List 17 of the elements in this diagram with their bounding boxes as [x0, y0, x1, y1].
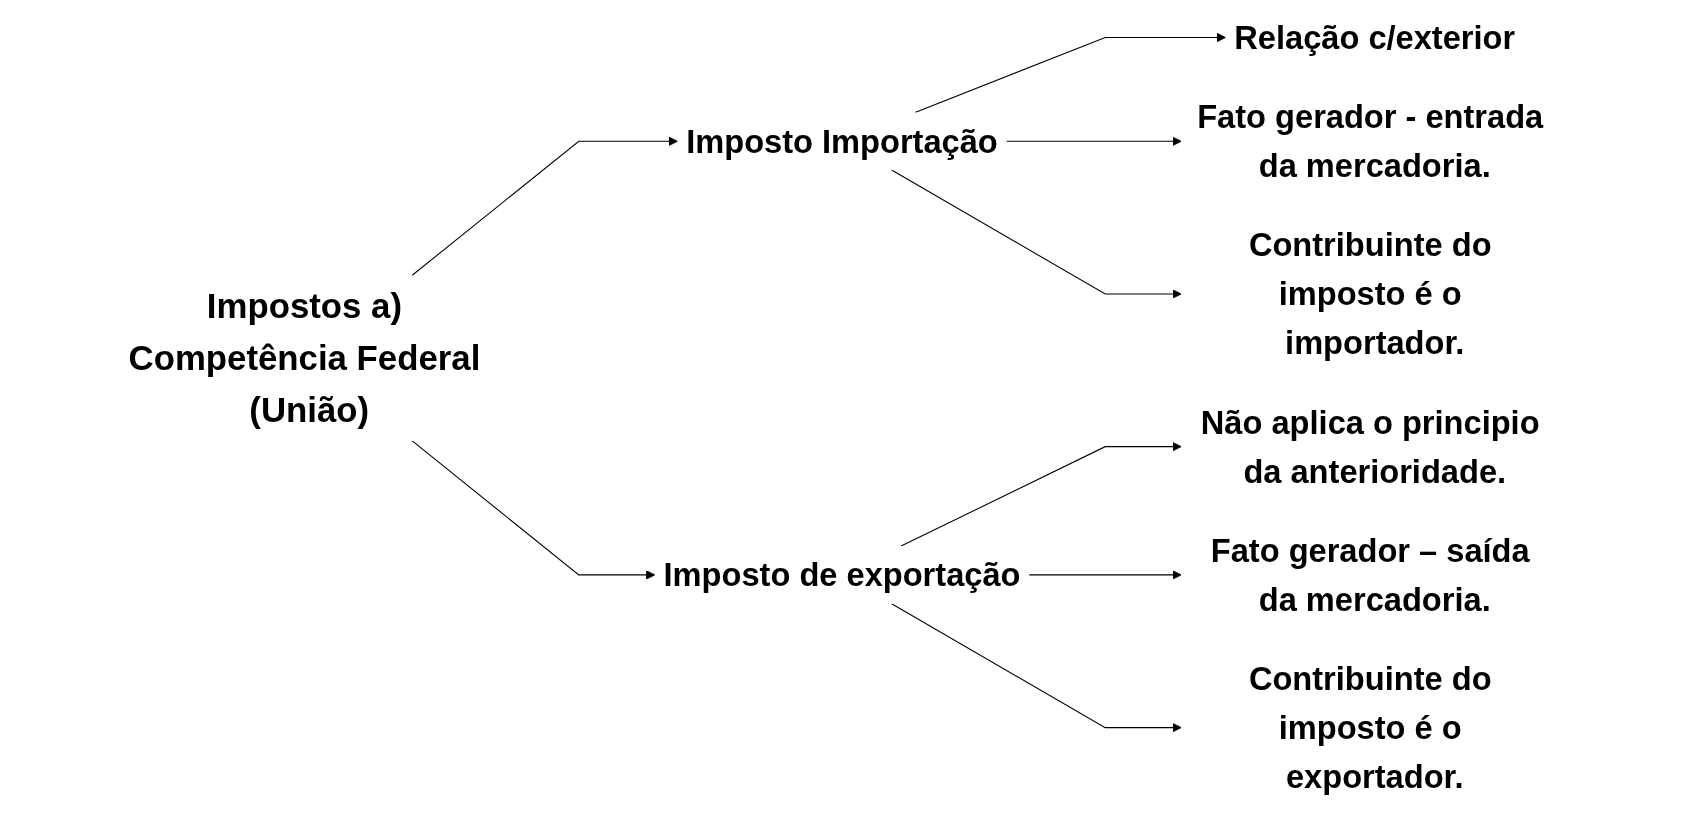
node-text: Imposto de exportação: [663, 556, 1021, 593]
node-text: Impostos a) Competência Federal (União): [128, 286, 481, 430]
arrow: [1005, 136, 1182, 147]
node-text: Fato gerador – saída da mercadoria.: [1210, 532, 1530, 618]
arrow: [1028, 570, 1182, 580]
arrow: [914, 32, 1227, 114]
node-text: Imposto Importação: [686, 123, 998, 160]
arrow: [411, 440, 656, 580]
node-text: Não aplica o principio da anterioridade.: [1200, 404, 1540, 490]
node-text: Fato gerador - entrada da mercadoria.: [1197, 98, 1544, 184]
arrow: [891, 603, 1182, 733]
arrow: [411, 136, 678, 277]
arrow: [891, 169, 1182, 299]
node-text: Contribuinte do imposto é o importador.: [1248, 227, 1492, 361]
node-text: Contribuinte do imposto é o exportador.: [1248, 660, 1492, 795]
arrow: [900, 441, 1182, 547]
node-text: Relação c/exterior: [1234, 19, 1516, 56]
